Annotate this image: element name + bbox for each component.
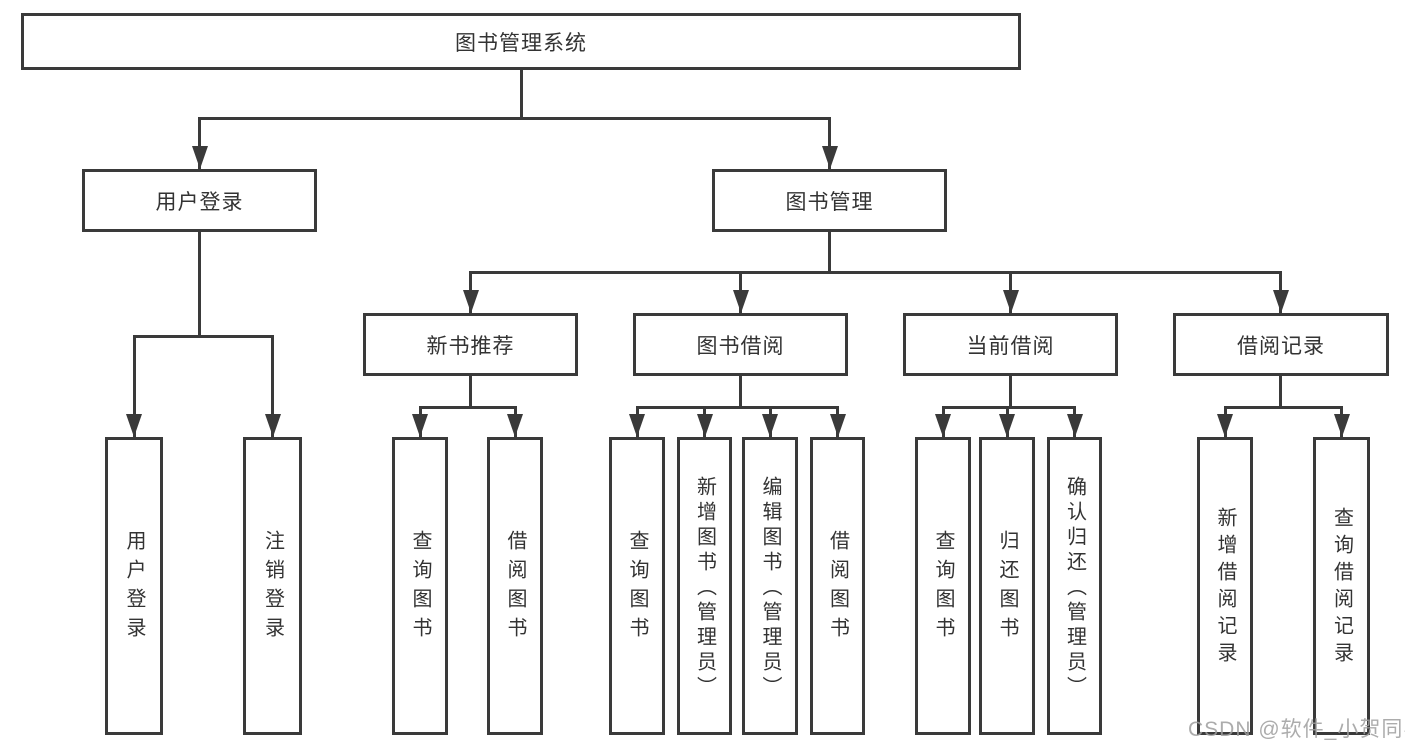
connector-current-rail: [941, 406, 1076, 409]
leaf-borrow-borrow-books: 借阅图书: [810, 437, 865, 735]
connector-login-stem: [198, 232, 201, 335]
arrow-down-icon: [1333, 414, 1350, 437]
connector-bookmgmt-stem: [828, 232, 831, 271]
arrow-down-icon: [732, 290, 749, 313]
node-current-borrow-label: 当前借阅: [966, 334, 1055, 358]
connector-drop-user-login: [198, 117, 201, 169]
node-user-login-label: 用户登录: [155, 190, 244, 214]
node-user-login: 用户登录: [82, 169, 317, 232]
connector-recommend-stem: [469, 376, 472, 406]
leaf-current-confirm-return-admin: 确认归还（管理员）: [1047, 437, 1102, 735]
leaf-records-query-record: 查询借阅记录: [1313, 437, 1370, 735]
arrow-down-icon: [829, 414, 846, 437]
arrow-down-icon: [762, 414, 778, 437]
leaf-label: 确认归还（管理员）: [1063, 475, 1086, 701]
leaf-label: 用户登录: [123, 530, 145, 646]
leaf-recommend-borrow-books: 借阅图书: [487, 437, 543, 735]
leaf-current-query-books: 查询图书: [915, 437, 971, 735]
connector-root-stem: [519, 69, 523, 117]
arrow-down-icon: [1002, 290, 1019, 313]
connector-drop-book-mgmt: [828, 117, 831, 169]
connector-records-stem: [1279, 376, 1282, 406]
node-book-management-label: 图书管理: [785, 190, 874, 214]
leaf-label: 查询图书: [932, 530, 954, 646]
leaf-user-login: 用户登录: [105, 437, 163, 735]
arrow-down-icon: [462, 290, 479, 313]
connector-current-stem: [1009, 376, 1012, 406]
connector-drop-leaf-logout: [271, 335, 274, 437]
node-book-borrow-label: 图书借阅: [696, 334, 785, 358]
connector-recommend-rail: [418, 406, 517, 409]
arrow-down-icon: [507, 414, 523, 437]
node-current-borrow: 当前借阅: [903, 313, 1118, 376]
leaf-label: 新增借阅记录: [1214, 507, 1236, 669]
leaf-label: 注销登录: [261, 530, 284, 646]
leaf-label: 查询图书: [409, 530, 431, 646]
node-new-book-recommend-label: 新书推荐: [426, 334, 515, 358]
leaf-recommend-query-books: 查询图书: [392, 437, 448, 735]
arrow-down-icon: [935, 414, 951, 437]
node-borrow-records: 借阅记录: [1173, 313, 1389, 376]
leaf-borrow-edit-books-admin: 编辑图书（管理员）: [742, 437, 798, 735]
node-book-management: 图书管理: [712, 169, 947, 232]
connector-borrow-stem: [739, 376, 742, 406]
connector-records-rail: [1223, 406, 1343, 409]
leaf-label: 借阅图书: [826, 530, 849, 646]
leaf-label: 归还图书: [996, 530, 1018, 646]
node-book-borrow: 图书借阅: [633, 313, 848, 376]
leaf-logout: 注销登录: [243, 437, 302, 735]
arrow-down-icon: [191, 146, 208, 169]
leaf-borrow-query-books: 查询图书: [609, 437, 665, 735]
leaf-borrow-add-books-admin: 新增图书（管理员）: [677, 437, 732, 735]
connector-level3-rail: [469, 271, 1282, 274]
arrow-down-icon: [264, 414, 281, 437]
connector-level2-rail: [198, 117, 831, 120]
leaf-current-return-books: 归还图书: [979, 437, 1035, 735]
leaf-label: 查询借阅记录: [1330, 507, 1353, 669]
arrow-down-icon: [821, 146, 838, 169]
arrow-down-icon: [1217, 414, 1233, 437]
arrow-down-icon: [629, 414, 645, 437]
connector-drop-leaf-login: [132, 335, 136, 437]
csdn-watermark: CSDN @软件_小贺同学: [1188, 718, 1405, 741]
arrow-down-icon: [1066, 414, 1083, 437]
leaf-label: 查询图书: [626, 530, 648, 646]
connector-login-rail: [132, 335, 274, 338]
node-root-system: 图书管理系统: [21, 13, 1021, 70]
connector-borrow-rail: [635, 406, 839, 409]
arrow-down-icon: [126, 414, 142, 437]
node-new-book-recommend: 新书推荐: [363, 313, 578, 376]
arrow-down-icon: [412, 414, 428, 437]
node-root-label: 图书管理系统: [455, 31, 587, 55]
leaf-label: 借阅图书: [504, 530, 526, 646]
leaf-label: 编辑图书（管理员）: [759, 475, 781, 701]
leaf-label: 新增图书（管理员）: [693, 475, 716, 701]
arrow-down-icon: [1272, 290, 1289, 313]
leaf-records-add-record: 新增借阅记录: [1197, 437, 1253, 735]
node-borrow-records-label: 借阅记录: [1237, 334, 1325, 358]
arrow-down-icon: [999, 414, 1015, 437]
arrow-down-icon: [696, 414, 713, 437]
